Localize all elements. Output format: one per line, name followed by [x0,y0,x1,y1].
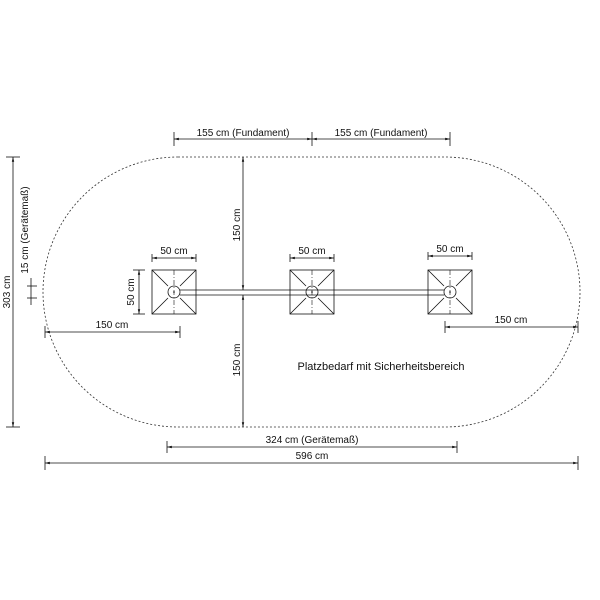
safety-area-outline [42,156,581,428]
label-foundation-left: 155 cm (Fundament) [197,128,290,139]
foundation-right [427,269,473,315]
label-height-top: 150 cm [232,209,243,242]
label-total-height: 303 cm [2,276,13,309]
label-height-bottom: 150 cm [232,344,243,377]
foundation-middle [289,269,335,315]
label-square-width-right: 50 cm [436,244,463,255]
dimension-device-depth: 15 cm (Gerätemaß) [20,186,37,305]
label-square-width-left: 50 cm [160,246,187,257]
label-square-width-middle: 50 cm [298,246,325,257]
dimension-height-half: 150 cm 150 cm [232,157,245,427]
dimension-squares: 50 cm 50 cm 50 cm 50 cm [126,244,473,315]
label-square-height: 50 cm [126,278,137,305]
label-safety-left: 150 cm [96,320,129,331]
label-total-length: 596 cm [296,451,329,462]
dimension-safety: 150 cm 150 cm [44,315,579,338]
dimension-total-height: 303 cm [2,156,20,428]
label-foundation-right: 155 cm (Fundament) [335,128,428,139]
label-safety-right: 150 cm [495,315,528,326]
foundation-left [151,269,197,315]
label-device-length: 324 cm (Gerätemaß) [266,435,359,446]
caption: Platzbedarf mit Sicherheitsbereich [298,361,465,373]
dimension-foundation: 155 cm (Fundament) 155 cm (Fundament) [173,128,451,146]
label-device-depth: 15 cm (Gerätemaß) [20,186,31,273]
dimension-lengths: 324 cm (Gerätemaß) 596 cm [44,435,579,470]
